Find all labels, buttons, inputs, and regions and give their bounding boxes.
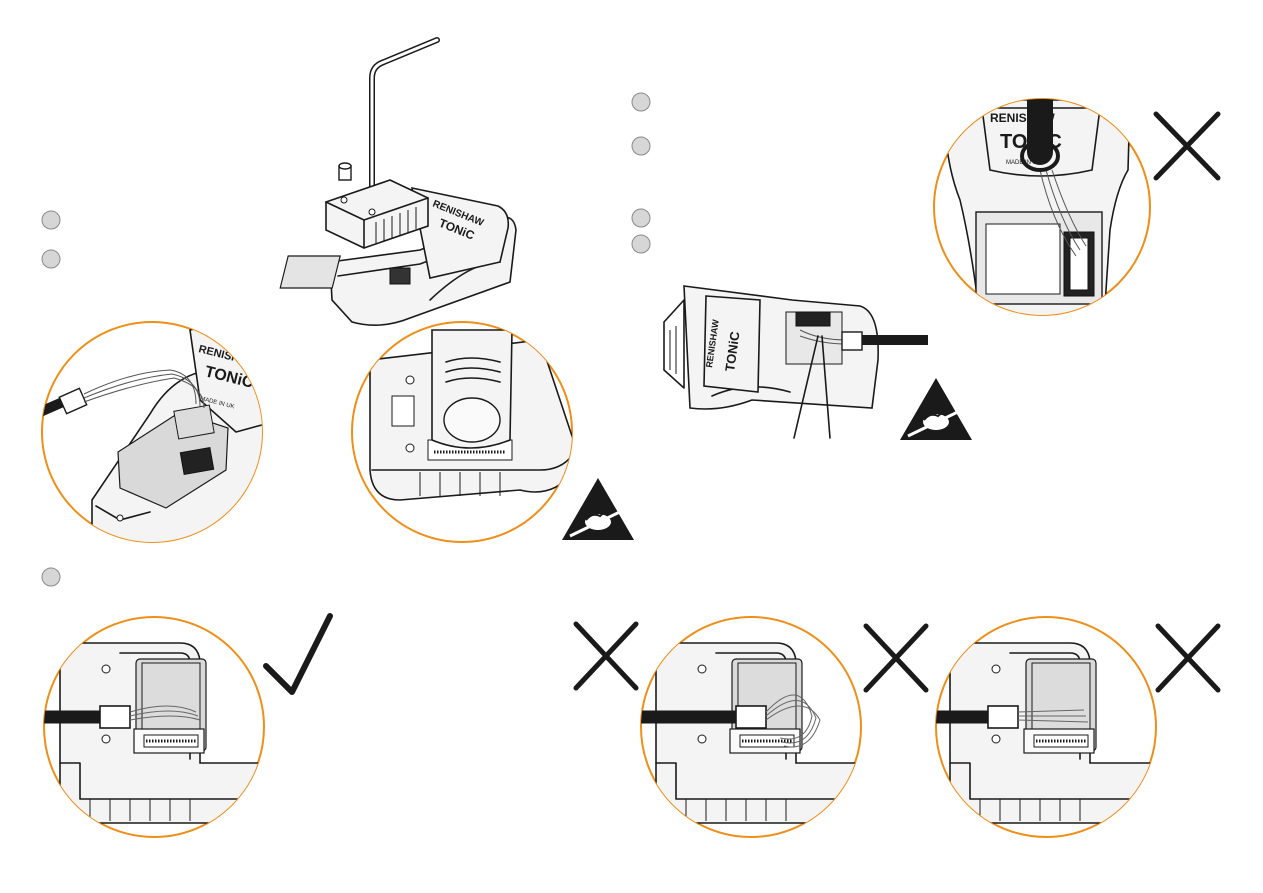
esd-warning-icon bbox=[898, 376, 974, 442]
step-markers-left-upper bbox=[41, 210, 61, 269]
callout-incorrect-cable-pull: RENISHAW TONiC MADE IN UK bbox=[933, 98, 1151, 316]
hex-key-icon bbox=[369, 37, 440, 213]
step-marker bbox=[631, 208, 651, 228]
screw-icon bbox=[338, 162, 352, 181]
interface-cover-removal-illustration: RENISHAW TONiC bbox=[279, 37, 517, 326]
step-marker bbox=[41, 567, 61, 587]
tick-icon bbox=[263, 613, 333, 695]
cross-icon bbox=[863, 623, 929, 693]
step-marker bbox=[631, 234, 651, 254]
cross-icon bbox=[1153, 111, 1221, 181]
callout-incorrect-tension bbox=[935, 616, 1157, 838]
callout-press-connector bbox=[351, 321, 573, 543]
step-marker bbox=[41, 249, 61, 269]
step-marker bbox=[631, 92, 651, 112]
interface-disconnect-illustration: RENISHAW TONiC bbox=[663, 285, 928, 439]
callout-correct-routing bbox=[43, 616, 265, 838]
callout-incorrect-loop bbox=[640, 616, 862, 838]
step-marker bbox=[41, 210, 61, 230]
cross-icon bbox=[573, 621, 639, 691]
step-markers-right-upper bbox=[631, 92, 651, 254]
cross-icon bbox=[1155, 623, 1221, 693]
product-name: TONiC bbox=[722, 330, 743, 373]
step-marker bbox=[631, 136, 651, 156]
step-markers-left-lower bbox=[41, 567, 61, 587]
esd-warning-icon bbox=[560, 476, 636, 542]
callout-cable-routing: RENISHAW TONiC MADE IN UK bbox=[41, 321, 263, 543]
